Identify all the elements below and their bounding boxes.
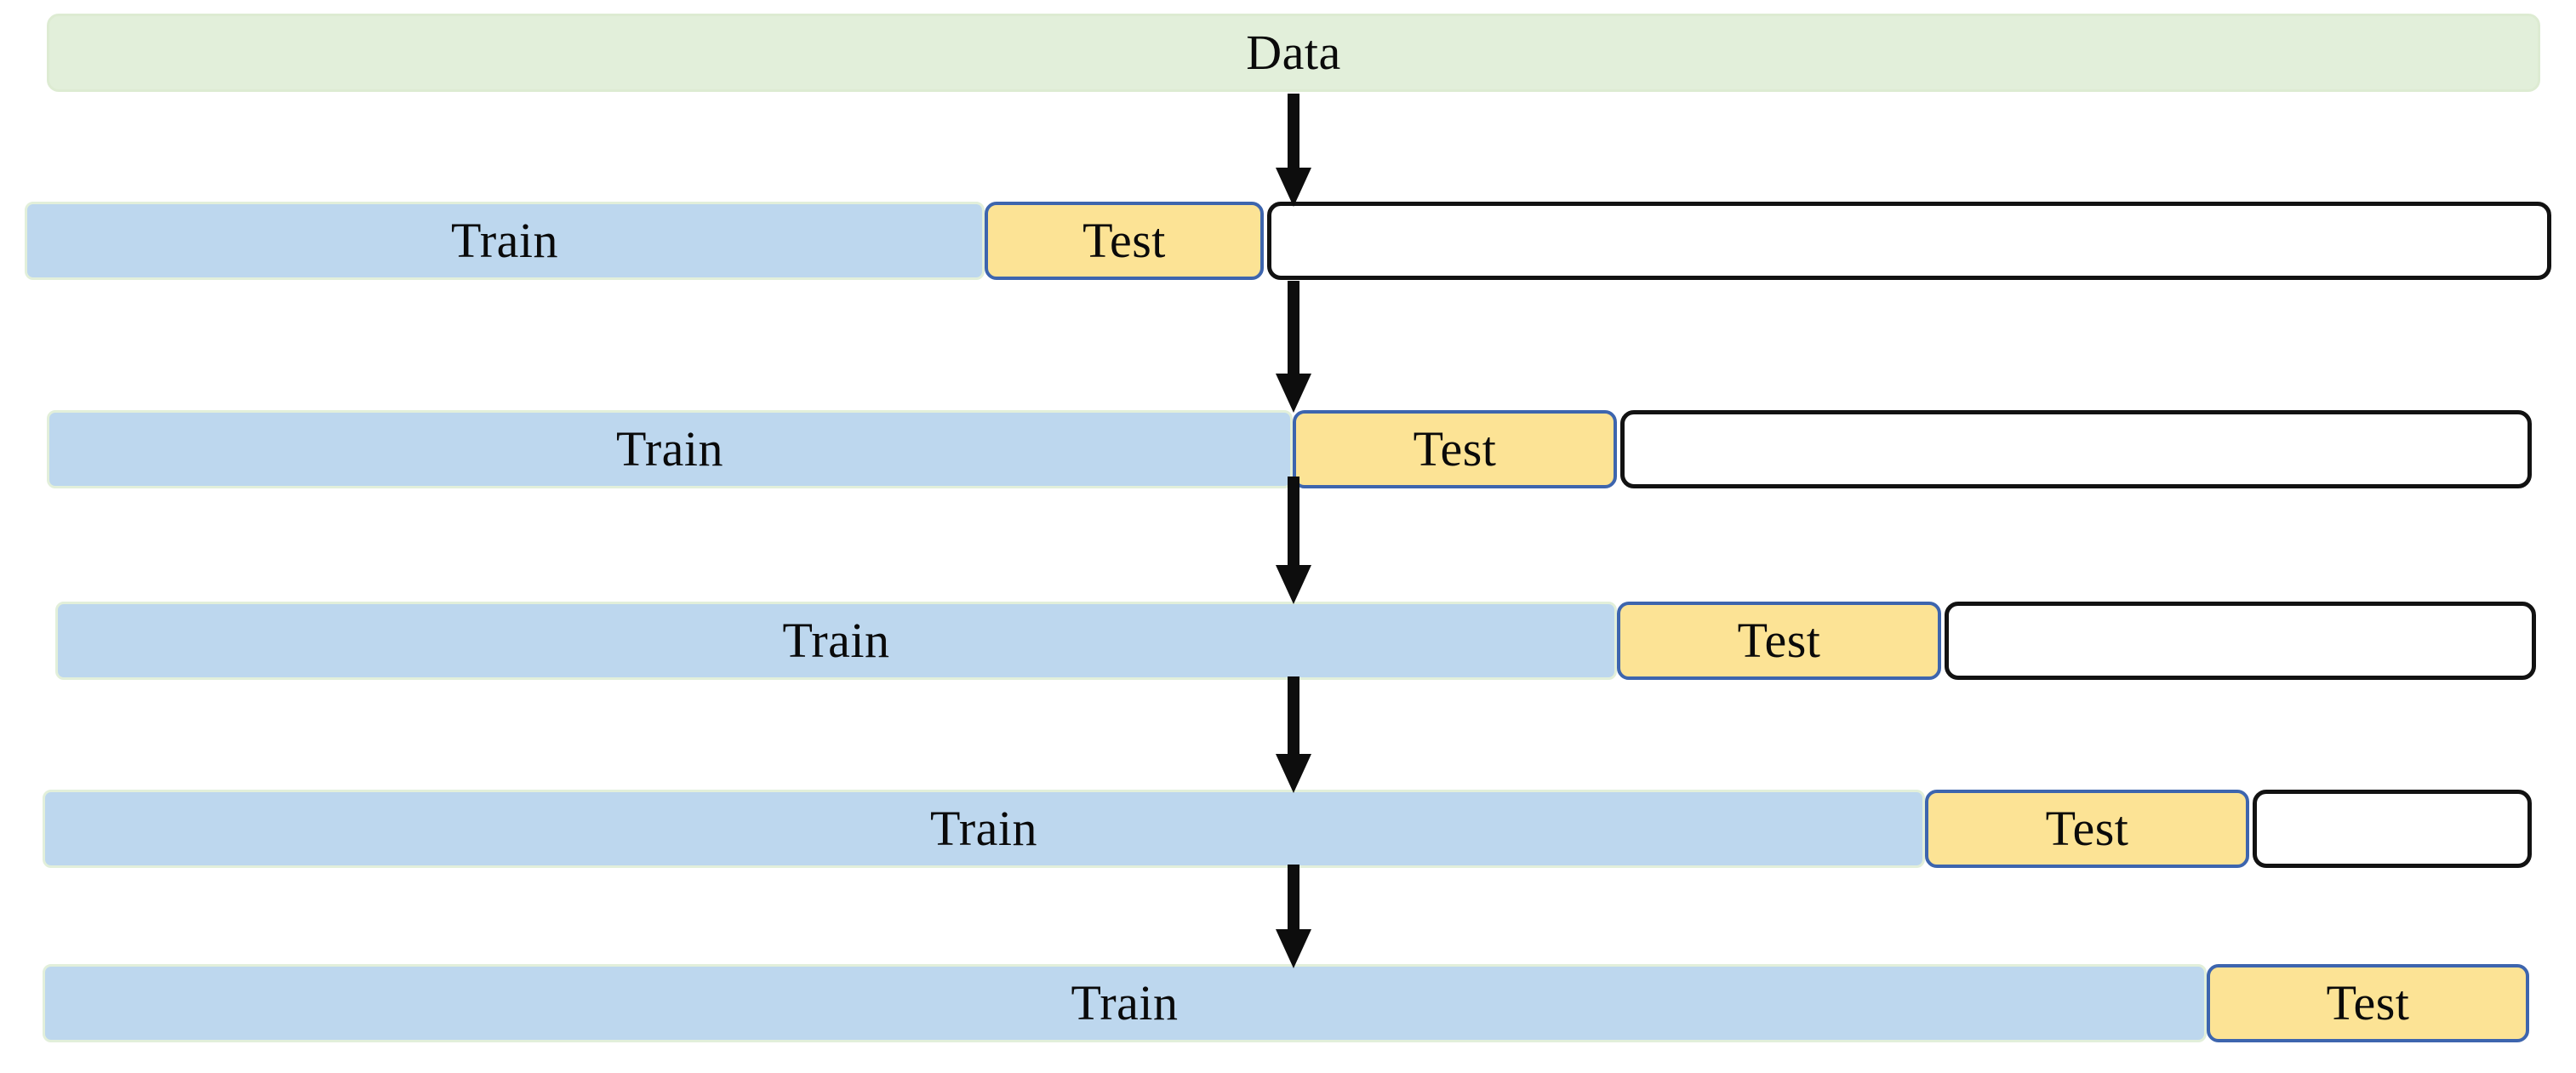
fold-5-train-label: Train xyxy=(1071,975,1179,1030)
data-band-label: Data xyxy=(1246,25,1341,80)
arrow-head-icon xyxy=(1276,168,1311,207)
fold-5-test-segment: Test xyxy=(2207,964,2529,1042)
arrow-shaft-icon xyxy=(1288,676,1299,756)
fold-4-train-label: Train xyxy=(929,801,1038,856)
fold-4-train-segment: Train xyxy=(43,790,1925,868)
fold-3-train-segment: Train xyxy=(55,602,1617,680)
flow-arrow-1 xyxy=(1272,94,1315,207)
fold-2-train-label: Train xyxy=(615,421,724,477)
arrow-shaft-icon xyxy=(1288,281,1299,375)
fold-3-test-label: Test xyxy=(1737,613,1821,668)
fold-2-empty-segment xyxy=(1620,410,2532,488)
arrow-head-icon xyxy=(1276,754,1311,793)
fold-4-empty-segment xyxy=(2253,790,2532,868)
fold-3-train-label: Train xyxy=(782,613,890,668)
fold-4-test-segment: Test xyxy=(1925,790,2249,868)
fold-5-test-label: Test xyxy=(2326,975,2410,1030)
fold-1-test-label: Test xyxy=(1082,213,1166,268)
fold-2-train-segment: Train xyxy=(47,410,1293,488)
flow-arrow-4 xyxy=(1272,676,1315,793)
fold-3-empty-segment xyxy=(1945,602,2536,680)
fold-1-test-segment: Test xyxy=(985,202,1264,280)
flow-arrow-3 xyxy=(1272,477,1315,604)
fold-1-train-segment: Train xyxy=(25,202,985,280)
data-band: Data xyxy=(47,14,2540,92)
fold-1-train-label: Train xyxy=(450,213,559,268)
arrow-head-icon xyxy=(1276,929,1311,968)
fold-2-test-label: Test xyxy=(1413,421,1497,477)
arrow-shaft-icon xyxy=(1288,94,1299,169)
arrow-shaft-icon xyxy=(1288,477,1299,567)
flow-arrow-2 xyxy=(1272,281,1315,413)
fold-2-test-segment: Test xyxy=(1293,410,1617,488)
fold-4-test-label: Test xyxy=(2045,801,2129,856)
arrow-shaft-icon xyxy=(1288,865,1299,931)
flow-arrow-5 xyxy=(1272,865,1315,968)
fold-3-test-segment: Test xyxy=(1617,602,1941,680)
arrow-head-icon xyxy=(1276,374,1311,413)
fold-5-train-segment: Train xyxy=(43,964,2207,1042)
fold-1-empty-segment xyxy=(1267,202,2551,280)
arrow-head-icon xyxy=(1276,565,1311,604)
